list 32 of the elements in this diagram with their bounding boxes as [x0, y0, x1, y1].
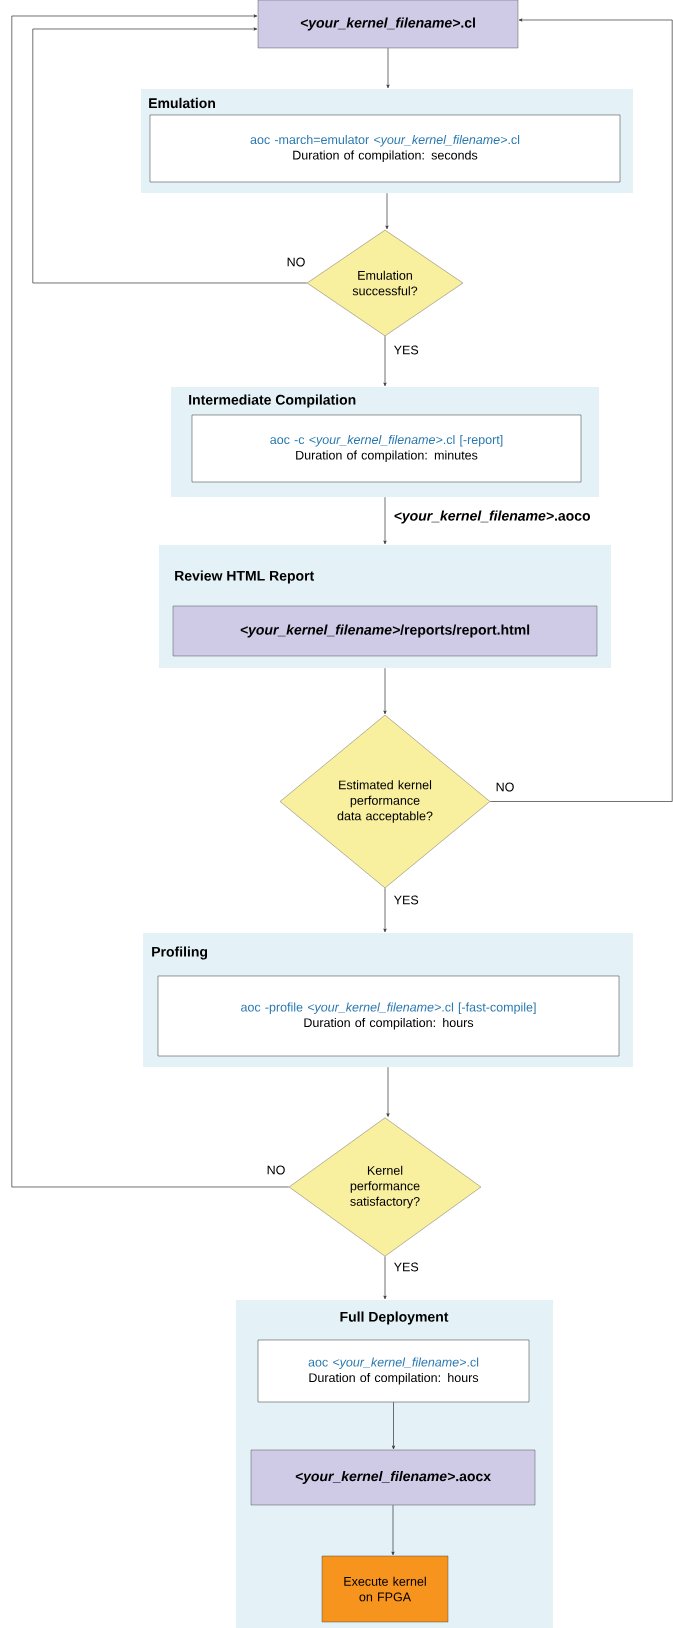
edge-label: NO [265, 1164, 287, 1176]
file-box: <your_kernel_filename>/reports/report.html [172, 605, 598, 657]
command-box: aoc -profile <your_kernel_filename>.cl [-fast-compile] Duration of compilation: hours [157, 975, 620, 1057]
arrow [383, 1256, 387, 1300]
arrow [385, 192, 389, 230]
process-box: Execute kernel on FPGA [321, 1555, 449, 1623]
arrow [383, 887, 387, 933]
command-box: aoc <your_kernel_filename>.cl Duration of compilation: hours [257, 1339, 530, 1403]
stage-heading: Full Deployment [340, 1311, 449, 1325]
arrow [383, 667, 387, 715]
edge-label: NO [494, 781, 516, 793]
file-box: <your_kernel_filename>.aocx [250, 1449, 536, 1506]
edge-label: NO [285, 256, 307, 268]
arrow [391, 1504, 395, 1556]
arrow [11, 14, 290, 1188]
arrow [386, 1066, 390, 1117]
edge-label: <your_kernel_filename>.aoco [392, 508, 593, 525]
stage-heading: Emulation [149, 97, 215, 109]
stage-heading: Review HTML Report [175, 570, 314, 584]
arrow [32, 27, 308, 284]
edge-label: YES [392, 894, 421, 906]
arrow [386, 47, 390, 89]
stage-heading: Profiling [152, 946, 208, 960]
arrow [383, 496, 387, 545]
edge-label: YES [392, 344, 421, 356]
file-box: <your_kernel_filename>.cl [257, 0, 519, 49]
arrow [391, 1401, 396, 1450]
stage-heading: Intermediate Compilation [189, 394, 356, 408]
arrow [383, 335, 387, 387]
command-box: aoc -march=emulator <your_kernel_filename>.cl Duration of compilation: seconds [149, 114, 621, 183]
command-box: aoc -c <your_kernel_filename>.cl [-report] Duration of compilation: minutes [191, 414, 582, 483]
edge-label: YES [392, 1261, 421, 1273]
